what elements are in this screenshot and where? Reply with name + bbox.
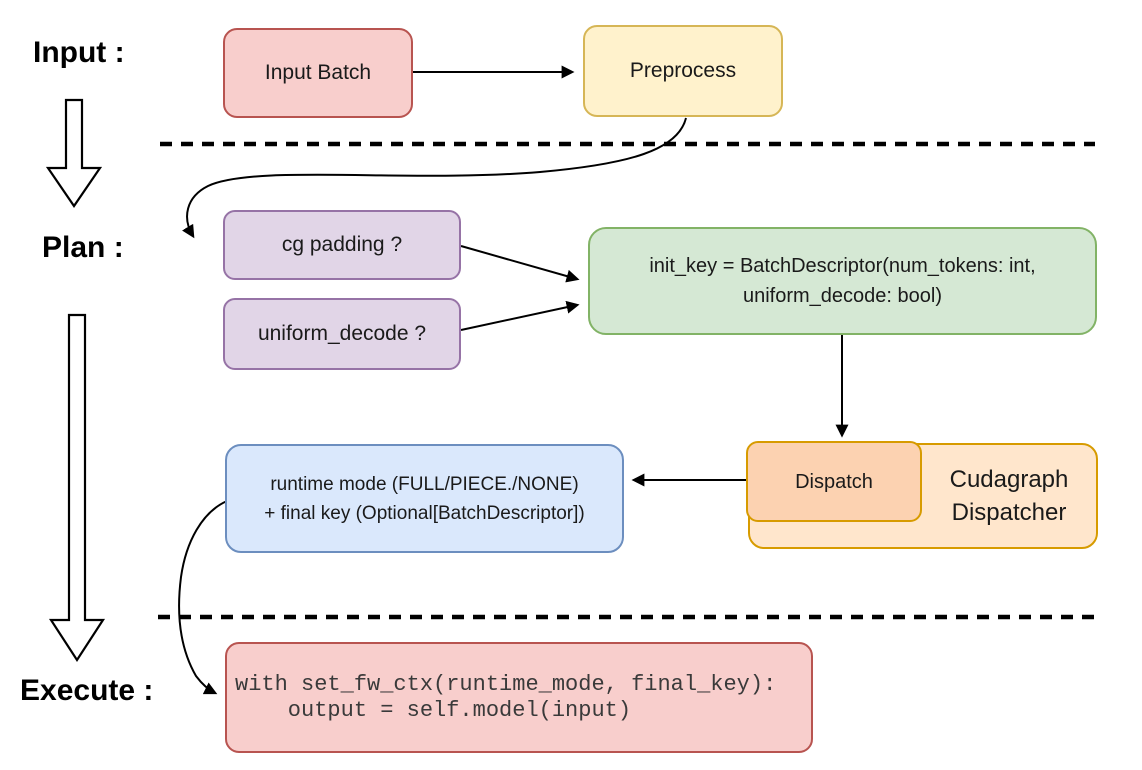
node-cudagraph-dispatcher-label: Cudagraph Dispatcher xyxy=(920,443,1098,549)
stage-label-execute: Execute : xyxy=(20,674,154,707)
stage-label-input: Input : xyxy=(33,36,125,69)
execute-code-line2: output = self.model(input) xyxy=(235,697,632,723)
node-cg-padding: cg padding ? xyxy=(223,210,461,280)
edge-uniformdecode-initkey xyxy=(460,300,580,331)
edge-runtimemode-executecode xyxy=(178,500,228,695)
node-runtime-mode-line1: runtime mode (FULL/PIECE./NONE) xyxy=(270,473,579,495)
node-uniform-decode: uniform_decode ? xyxy=(223,298,461,370)
node-dispatch-label: Dispatch xyxy=(795,470,873,493)
hollow-arrow-plan-to-execute xyxy=(48,313,106,663)
node-preprocess: Preprocess xyxy=(583,25,783,117)
node-dispatch: Dispatch xyxy=(746,441,922,522)
node-preprocess-label: Preprocess xyxy=(629,59,737,83)
node-init-key-line2: uniform_decode: bool) xyxy=(742,285,942,307)
edge-cgpadding-initkey xyxy=(460,245,580,283)
node-input-batch-label: Input Batch xyxy=(264,61,372,85)
node-execute-code: with set_fw_ctx(runtime_mode, final_key)… xyxy=(225,642,813,753)
node-runtime-mode: runtime mode (FULL/PIECE./NONE) + final … xyxy=(225,444,624,553)
node-init-key: init_key = BatchDescriptor(num_tokens: i… xyxy=(588,227,1097,335)
execute-code-line1: with set_fw_ctx(runtime_mode, final_key)… xyxy=(235,671,777,697)
node-input-batch: Input Batch xyxy=(223,28,413,118)
node-cg-padding-label: cg padding ? xyxy=(281,233,403,257)
cudagraph-line2: Dispatcher xyxy=(951,499,1067,526)
node-runtime-mode-line2: + final key (Optional[BatchDescriptor]) xyxy=(264,502,585,524)
node-uniform-decode-label: uniform_decode ? xyxy=(257,322,427,346)
hollow-arrow-input-to-plan xyxy=(45,98,103,208)
stage-label-plan: Plan : xyxy=(42,231,124,264)
node-init-key-line1: init_key = BatchDescriptor(num_tokens: i… xyxy=(649,255,1036,277)
cudagraph-line1: Cudagraph xyxy=(949,466,1069,493)
